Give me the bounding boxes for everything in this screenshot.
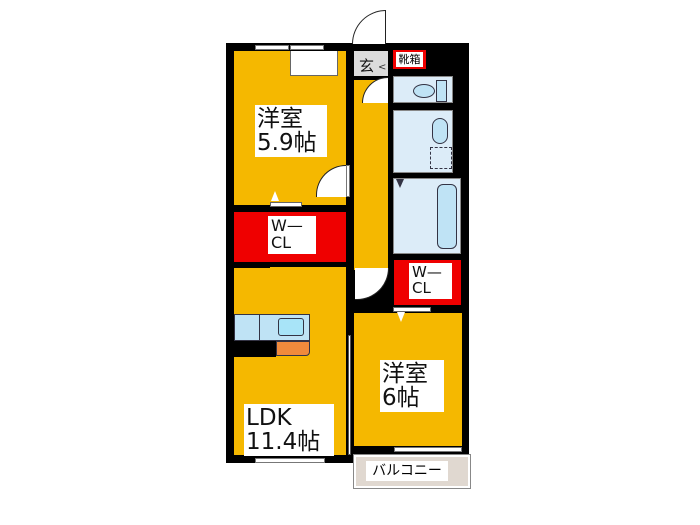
closet-2-door-strip: [393, 307, 431, 312]
door-jamb: [346, 165, 350, 197]
closet-label-line2: CL: [271, 232, 292, 252]
balcony-window: [394, 447, 462, 452]
stove-block: [234, 341, 276, 357]
toilet-tank-icon: [436, 80, 447, 102]
closet-label-line1: W—: [412, 263, 442, 281]
room-name: LDK: [246, 405, 292, 431]
entrance-step-icon: <: [378, 62, 387, 73]
kitchen-sink-icon: [278, 318, 304, 336]
sliding-door[interactable]: [348, 335, 351, 455]
room-label-western-1: 洋室 5.9帖: [255, 105, 327, 158]
room-name: 洋室: [382, 361, 428, 387]
room-label-western-2: 洋室 6帖: [380, 360, 444, 413]
window-top-left: [255, 45, 289, 50]
closet-label-line2: CL: [412, 278, 431, 297]
room-label-ldk: LDK 11.4帖: [244, 404, 334, 457]
closet-label-1: W— CL: [268, 216, 316, 254]
ldk-window: [255, 458, 325, 463]
closet-label-2: W— CL: [409, 263, 452, 299]
closet-2-door-marker: [397, 312, 405, 322]
room-size: 11.4帖: [246, 429, 321, 456]
ldk-floor-notch: [234, 262, 270, 268]
front-door[interactable]: [352, 10, 386, 44]
bath-door-marker: [396, 179, 404, 188]
closet-door-marker: [271, 191, 279, 201]
closet-alcove: [290, 51, 338, 76]
closet-label-line1: W—: [271, 216, 303, 235]
closet-door-strip: [270, 202, 302, 207]
counter-divider: [259, 314, 260, 341]
sink-icon: [432, 118, 448, 144]
toilet-bowl-icon: [413, 84, 435, 98]
kitchen-cabinet: [276, 341, 310, 356]
room-size: 5.9帖: [257, 130, 317, 157]
entrance-label: 玄: [359, 57, 375, 75]
window-top-left-2: [290, 45, 324, 50]
bathtub-icon: [437, 184, 457, 249]
room-name: 洋室: [257, 106, 303, 132]
shoe-box-label: 靴箱: [396, 52, 423, 67]
balcony-label: バルコニー: [366, 461, 448, 481]
entrance: [354, 51, 388, 76]
corridor: [354, 80, 388, 270]
room-size: 6帖: [382, 385, 420, 412]
washing-machine-icon: [430, 147, 452, 169]
